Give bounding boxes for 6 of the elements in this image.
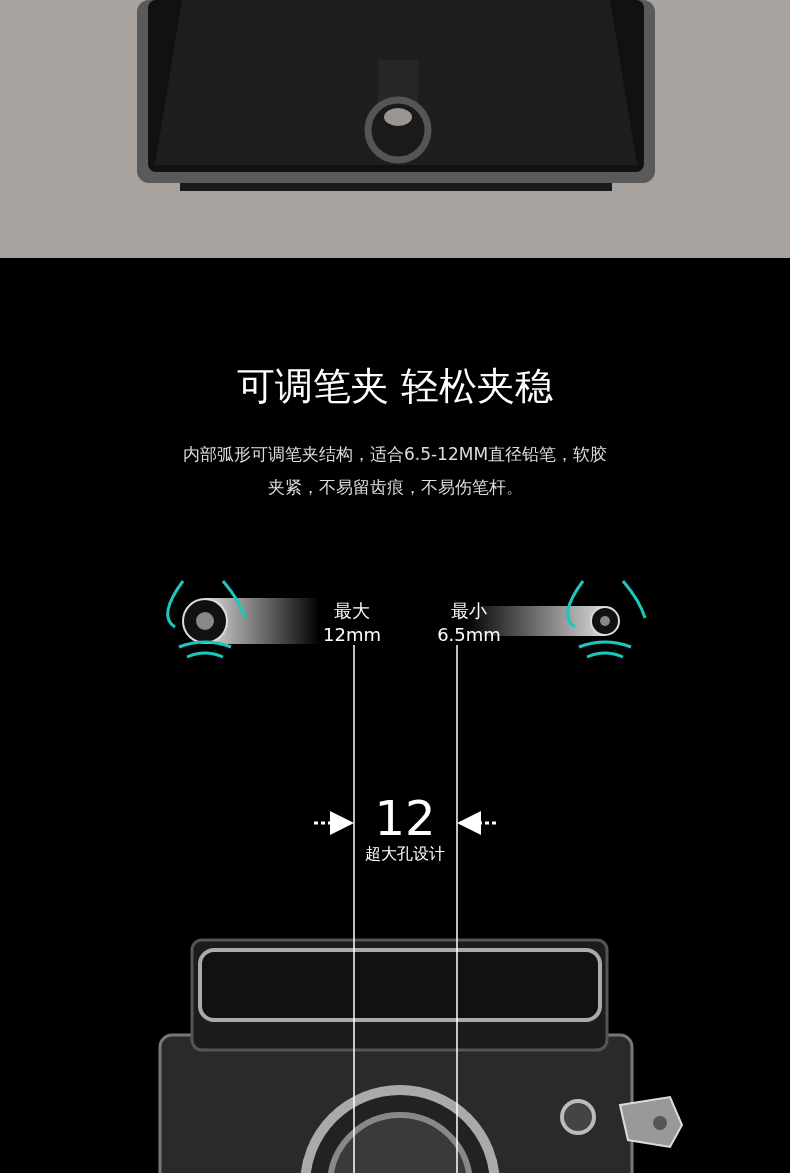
dimension-caption: 超大孔设计	[364, 843, 446, 865]
size-label: 最大 12mm	[322, 599, 382, 647]
size-label: 最小 6.5mm	[436, 599, 502, 647]
description-text: 内部弧形可调笔夹结构，适合6.5-12MM直径铅笔，软胶夹紧，不易留齿痕，不易伤笔杆。	[181, 443, 609, 499]
dimension-value: 12	[373, 790, 437, 846]
heading: 可调笔夹 轻松夹稳	[235, 363, 555, 410]
